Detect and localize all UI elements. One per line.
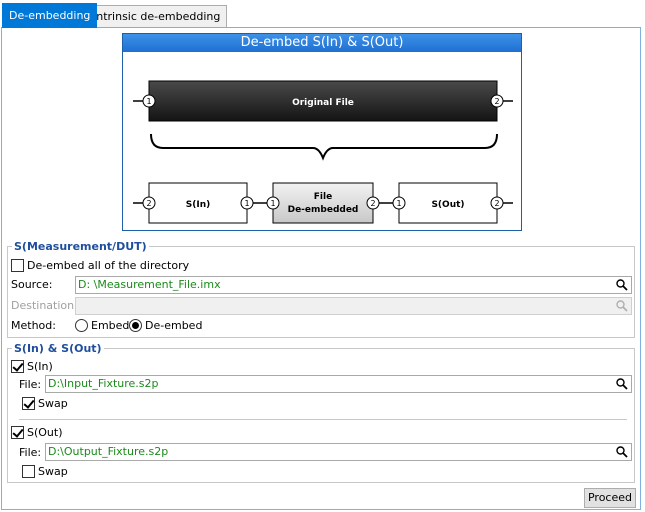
tab-panel: De-embed S(In) & S(Out) Original File 1	[1, 27, 641, 510]
sout-file-value: D:\Output_Fixture.s2p	[48, 445, 169, 458]
sout-label: S(Out)	[27, 426, 63, 439]
method-embed-option[interactable]: Embed	[75, 319, 129, 332]
sin-block	[148, 182, 248, 224]
deembed-all-row[interactable]: De-embed all of the directory	[11, 259, 189, 272]
search-icon	[616, 300, 628, 312]
sin-row[interactable]: S(In)	[11, 360, 53, 373]
port-label: 1	[244, 199, 249, 208]
source-input[interactable]: D: \Measurement_File.imx	[75, 276, 632, 294]
method-deembed-label: De-embed	[145, 319, 203, 332]
sin-checkbox[interactable]	[11, 360, 24, 373]
source-value: D: \Measurement_File.imx	[78, 278, 221, 291]
search-icon[interactable]	[615, 445, 629, 459]
port-label: 1	[146, 97, 151, 106]
sin-label: S(In)	[27, 360, 53, 373]
fixtures-legend: S(In) & S(Out)	[14, 342, 102, 355]
port-label: 1	[396, 199, 401, 208]
original-file-label: Original File	[292, 98, 354, 108]
deembedded-label-line2: De-embedded	[288, 205, 359, 215]
sout-swap-checkbox[interactable]	[22, 465, 35, 478]
diagram-title: De-embed S(In) & S(Out)	[123, 34, 521, 52]
port-label: 2	[494, 97, 499, 106]
source-label: Source:	[11, 278, 53, 291]
search-icon[interactable]	[615, 278, 629, 292]
sout-file-label: File:	[19, 446, 42, 459]
sout-row[interactable]: S(Out)	[11, 426, 63, 439]
sin-file-value: D:\Input_Fixture.s2p	[48, 377, 159, 390]
sout-file-input[interactable]: D:\Output_Fixture.s2p	[45, 443, 632, 461]
deembedded-block	[272, 182, 374, 224]
sin-swap-label: Swap	[38, 397, 68, 410]
bottom-chain: S(In) File De-embedded S(Out) 2 1 1 2 1	[133, 182, 513, 224]
original-file-block: Original File 1 2	[133, 80, 513, 122]
sin-file-label: File:	[19, 378, 42, 391]
port-label: 2	[370, 199, 375, 208]
sin-swap-checkbox[interactable]	[22, 397, 35, 410]
sin-swap-row[interactable]: Swap	[22, 397, 68, 410]
method-embed-label: Embed	[91, 319, 130, 332]
proceed-button[interactable]: Proceed	[584, 488, 636, 508]
port-label: 2	[146, 199, 151, 208]
sout-checkbox[interactable]	[11, 426, 24, 439]
sout-swap-label: Swap	[38, 465, 68, 478]
sout-block-label: S(Out)	[431, 200, 464, 210]
divider	[19, 419, 627, 420]
method-embed-radio[interactable]	[75, 319, 88, 332]
sout-swap-row[interactable]: Swap	[22, 465, 68, 478]
method-label: Method:	[11, 319, 56, 332]
sout-block	[398, 182, 498, 224]
port-label: 1	[270, 199, 275, 208]
brace-shape	[150, 133, 498, 161]
measurement-legend: S(Measurement/DUT)	[14, 240, 147, 253]
method-deembed-radio[interactable]	[129, 319, 142, 332]
destination-input	[75, 297, 632, 315]
deembedded-label-line1: File	[314, 192, 332, 202]
diagram-canvas: Original File 1 2 S(In) File De-emb	[133, 80, 513, 224]
port-label: 2	[494, 199, 499, 208]
sin-block-label: S(In)	[186, 200, 210, 210]
tab-de-embedding[interactable]: De-embedding	[2, 3, 98, 28]
deembed-all-label: De-embed all of the directory	[27, 259, 190, 272]
destination-label: Destination:	[11, 299, 78, 312]
deembed-diagram: De-embed S(In) & S(Out) Original File 1	[122, 33, 522, 231]
measurement-group: S(Measurement/DUT)	[7, 240, 635, 338]
tab-intrinsic-de-embedding[interactable]: Intrinsic de-embedding	[86, 5, 228, 28]
search-icon[interactable]	[615, 377, 629, 391]
method-deembed-option[interactable]: De-embed	[129, 319, 202, 332]
sin-file-input[interactable]: D:\Input_Fixture.s2p	[45, 375, 632, 393]
deembed-all-checkbox[interactable]	[11, 259, 24, 272]
fixtures-group: S(In) & S(Out)	[7, 342, 635, 483]
